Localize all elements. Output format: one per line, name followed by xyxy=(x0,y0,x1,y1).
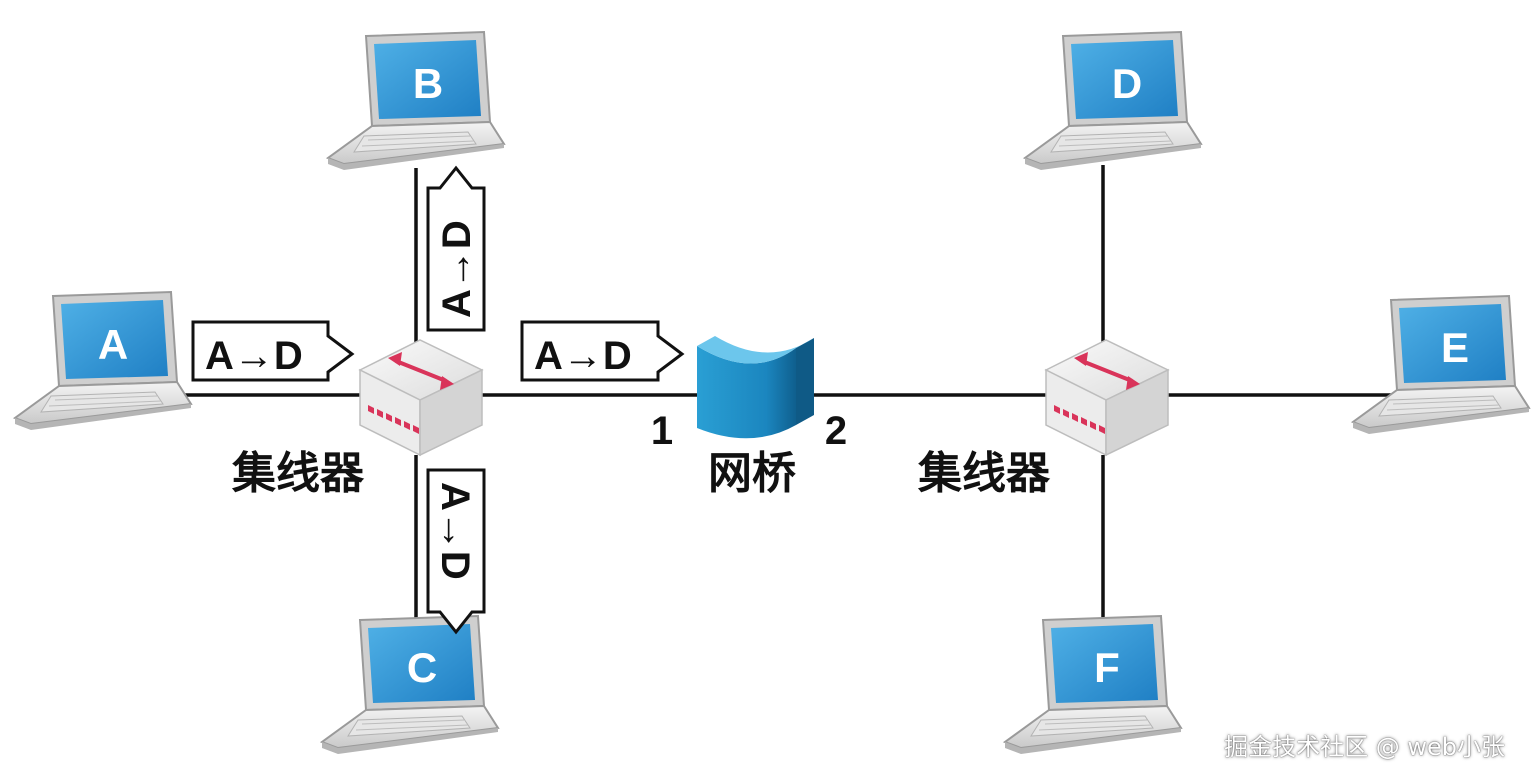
computer-e: E xyxy=(1352,295,1530,435)
frame-arrow-a-hub: A→D xyxy=(191,320,355,382)
bridge-port-2: 2 xyxy=(825,409,847,453)
computer-e-label: E xyxy=(1441,324,1469,371)
watermark: 掘金技术社区 @ web小张 xyxy=(1224,733,1505,761)
hub-left xyxy=(358,338,484,457)
computer-c: C xyxy=(321,615,499,755)
hub-left-label: 集线器 xyxy=(231,448,365,499)
frame-label: A→D xyxy=(534,334,632,378)
bridge-label: 网桥 xyxy=(708,448,796,499)
computer-d-label: D xyxy=(1112,60,1142,107)
computer-c-label: C xyxy=(407,644,437,691)
computer-b: B xyxy=(327,31,505,171)
computer-a: A xyxy=(14,291,192,431)
hub-right xyxy=(1044,338,1170,457)
computer-b-label: B xyxy=(413,60,443,107)
hub-right-label: 集线器 xyxy=(917,448,1051,499)
frame-arrow-hub-b: A→D xyxy=(426,165,486,332)
frame-arrow-hub-c: A→D xyxy=(426,468,486,635)
frame-label: A→D xyxy=(205,334,303,378)
computer-a-label: A xyxy=(98,321,128,368)
computer-d: D xyxy=(1024,31,1202,171)
computer-f: F xyxy=(1004,615,1182,755)
frame-label: A→D xyxy=(433,482,477,580)
frame-arrow-hub-bridge: A→D xyxy=(520,320,685,382)
computer-f-label: F xyxy=(1094,644,1120,691)
bridge-port-1: 1 xyxy=(651,409,673,453)
frame-label: A→D xyxy=(435,220,479,318)
bridge-device xyxy=(697,336,814,439)
